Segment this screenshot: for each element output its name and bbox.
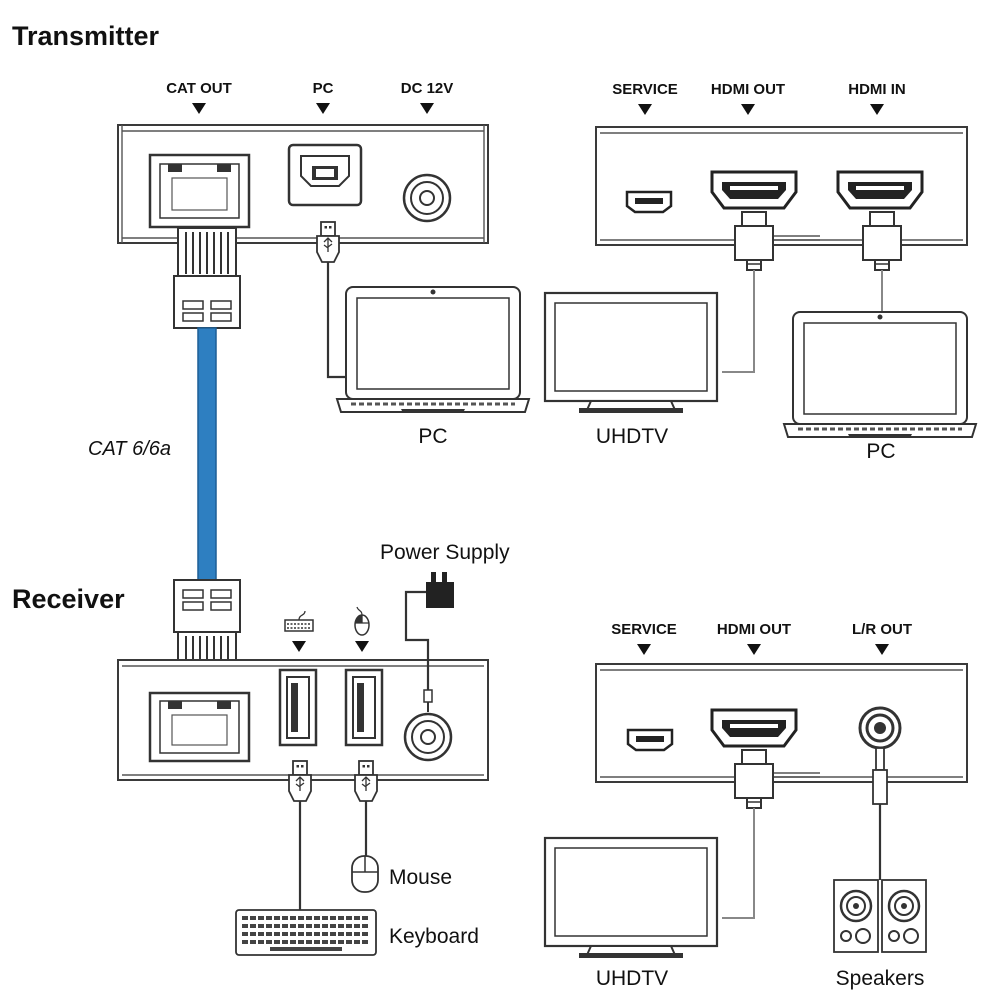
keyboard-icon — [284, 610, 314, 632]
usb-plug-icon — [354, 760, 378, 802]
arrow-down-icon — [292, 641, 306, 652]
usb-plug-icon — [288, 760, 312, 802]
hdmi-port-icon — [836, 170, 924, 210]
device-label-uhdtv-rx: UHDTV — [596, 967, 668, 990]
keyboard-icon — [235, 909, 377, 956]
device-label-keyboard: Keyboard — [389, 925, 479, 948]
dc-jack-icon — [403, 712, 453, 762]
arrow-down-icon — [192, 103, 206, 114]
receiver-title: Receiver — [12, 584, 125, 614]
tv-icon — [543, 836, 719, 960]
power-supply-label: Power Supply — [380, 541, 510, 564]
device-label-speakers: Speakers — [836, 967, 925, 990]
hdmi-port-icon — [710, 708, 798, 748]
laptop-icon — [335, 285, 531, 415]
arrow-down-icon — [875, 644, 889, 655]
micro-usb-port-icon — [626, 728, 674, 752]
laptop-icon — [782, 310, 978, 440]
usb-a-port-icon — [278, 668, 318, 747]
device-label-mouse: Mouse — [389, 866, 452, 889]
arrow-down-icon — [355, 641, 369, 652]
device-label-pc-hdmi: PC — [866, 440, 895, 463]
arrow-down-icon — [637, 644, 651, 655]
rj45-port-icon — [148, 691, 251, 763]
port-label-pc: PC — [313, 80, 334, 97]
speakers-icon — [833, 879, 927, 953]
arrow-down-icon — [870, 104, 884, 115]
port-label-cat-out: CAT OUT — [166, 80, 232, 97]
device-label-uhdtv-tx: UHDTV — [596, 425, 668, 448]
port-label-service: SERVICE — [611, 621, 677, 638]
port-label-hdmi-out: HDMI OUT — [717, 621, 791, 638]
port-label-hdmi-out: HDMI OUT — [711, 81, 785, 98]
hdmi-cable — [722, 808, 755, 919]
tv-icon — [543, 291, 719, 415]
arrow-down-icon — [316, 103, 330, 114]
micro-usb-port-icon — [625, 190, 673, 214]
port-label-hdmi-in: HDMI IN — [848, 81, 906, 98]
audio-jack-icon — [858, 706, 902, 750]
rj45-plug-icon — [173, 227, 241, 329]
port-label-dc-12v: DC 12V — [401, 80, 454, 97]
usb-plug-icon — [316, 221, 340, 263]
mouse-icon — [351, 855, 379, 893]
arrow-down-icon — [741, 104, 755, 115]
port-label-lr-out: L/R OUT — [852, 621, 912, 638]
port-label-service: SERVICE — [612, 81, 678, 98]
audio-plug-icon — [872, 747, 888, 880]
cat-cable — [197, 327, 217, 581]
receiver-rear-panel — [595, 663, 968, 783]
dc-jack-icon — [402, 173, 452, 223]
hdmi-port-icon — [710, 170, 798, 210]
usb-a-port-icon — [344, 668, 384, 747]
mouse-icon — [354, 606, 370, 636]
arrow-down-icon — [747, 644, 761, 655]
transmitter-title: Transmitter — [12, 21, 160, 51]
rj45-port-icon — [148, 153, 251, 229]
usb-b-port-icon — [287, 143, 363, 207]
power-adapter-icon — [404, 572, 454, 712]
arrow-down-icon — [638, 104, 652, 115]
device-label-pc-usb: PC — [418, 425, 447, 448]
hdmi-cable — [722, 270, 755, 373]
cat-cable-label: CAT 6/6a — [88, 438, 171, 460]
arrow-down-icon — [420, 103, 434, 114]
